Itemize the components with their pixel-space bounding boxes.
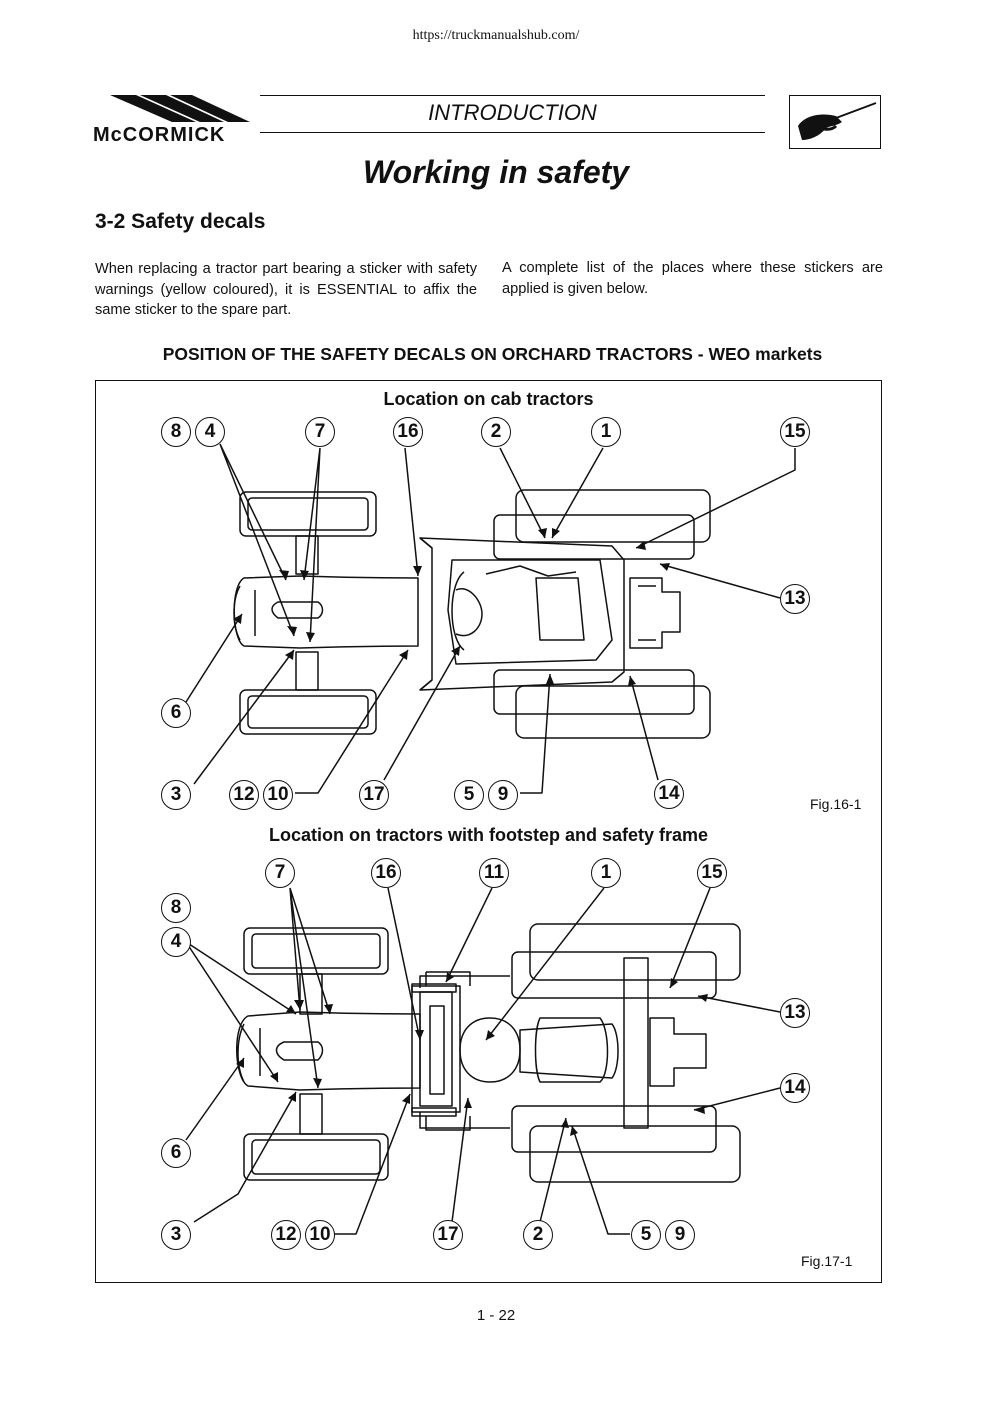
callout-14: 14 (654, 779, 684, 809)
intro-paragraph-left: When replacing a tractor part bearing a … (95, 261, 477, 318)
intro-paragraph-right: A complete list of the places where thes… (502, 260, 883, 297)
subsection-heading: 3-2 Safety decals (95, 210, 266, 233)
figure-1-caption: Location on cab tractors (383, 389, 594, 409)
header-rule-top (260, 95, 765, 96)
callout-5: 5 (631, 1220, 661, 1250)
callout-3: 3 (161, 780, 191, 810)
callout-8: 8 (161, 417, 191, 447)
callout-16: 16 (393, 417, 423, 447)
cab-tractor-drawing (233, 489, 711, 739)
leader-lines-fig1 (185, 443, 796, 794)
callout-1: 1 (591, 417, 621, 447)
callout-8: 8 (161, 893, 191, 923)
callout-4: 4 (161, 927, 191, 957)
callout-2: 2 (523, 1220, 553, 1250)
callout-7: 7 (265, 858, 295, 888)
callout-3: 3 (161, 1220, 191, 1250)
figure-2-label: Fig.17-1 (801, 1253, 853, 1269)
figure-frame (95, 380, 882, 1283)
mccormick-logo-stripes (110, 95, 250, 122)
brand-logo: McCORMICK (93, 124, 226, 146)
callout-9: 9 (488, 780, 518, 810)
callout-16: 16 (371, 858, 401, 888)
source-url: https://truckmanualshub.com/ (412, 28, 580, 43)
callout-15: 15 (780, 417, 810, 447)
section-title: INTRODUCTION (428, 100, 597, 125)
section-icon-box (789, 95, 881, 149)
callout-9: 9 (665, 1220, 695, 1250)
header-rule-bottom (260, 132, 765, 133)
callout-6: 6 (161, 698, 191, 728)
frame-tractor-drawing (236, 923, 741, 1183)
callout-15: 15 (697, 858, 727, 888)
callout-10: 10 (305, 1220, 335, 1250)
page-title: Working in safety (362, 154, 630, 190)
callout-2: 2 (481, 417, 511, 447)
hand-pointing-icon (798, 102, 877, 140)
callout-13: 13 (780, 584, 810, 614)
callout-7: 7 (305, 417, 335, 447)
figure-1-label: Fig.16-1 (810, 796, 862, 812)
callout-5: 5 (454, 780, 484, 810)
callout-12: 12 (229, 780, 259, 810)
callout-14: 14 (780, 1073, 810, 1103)
arrowheads-fig1 (233, 528, 670, 686)
arrowheads-fig2 (236, 972, 708, 1136)
callout-12: 12 (271, 1220, 301, 1250)
figure-2-caption: Location on tractors with footstep and s… (268, 825, 709, 845)
callout-4: 4 (195, 417, 225, 447)
callout-1: 1 (591, 858, 621, 888)
figure-heading: POSITION OF THE SAFETY DECALS ON ORCHARD… (162, 344, 823, 364)
callout-10: 10 (263, 780, 293, 810)
callout-17: 17 (359, 780, 389, 810)
callout-13: 13 (780, 998, 810, 1028)
callout-11: 11 (479, 858, 509, 888)
leader-lines-fig2 (185, 887, 781, 1235)
callout-17: 17 (433, 1220, 463, 1250)
page-number: 1 - 22 (476, 1307, 516, 1324)
callout-6: 6 (161, 1138, 191, 1168)
